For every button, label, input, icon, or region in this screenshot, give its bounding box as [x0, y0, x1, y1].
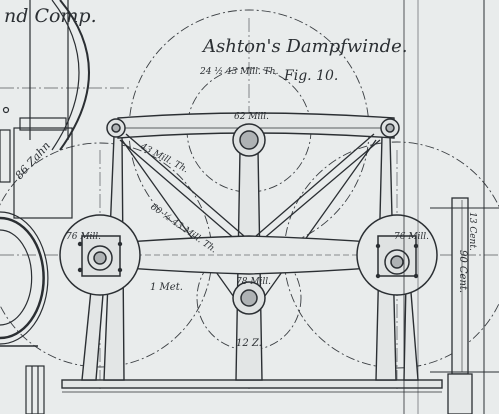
label-top-shaft: 62 Mill.	[234, 112, 269, 122]
right-gear-pitch-circle	[283, 141, 499, 369]
right-post	[447, 197, 473, 414]
label-left-bearing: 76 Mill.	[66, 232, 101, 242]
label-gear-upper-arc: 24 ½ 43 Mill. Th.	[199, 66, 279, 77]
label-right-vertical: 90 Cent.	[457, 250, 468, 293]
connecting-rod	[99, 235, 398, 275]
label-stroke: 1 Met.	[150, 282, 183, 293]
left-machine-fragment	[0, 0, 90, 414]
shaft-hubs	[87, 118, 410, 315]
right-frame-lines	[403, 0, 499, 414]
label-right-post: 13 Cent.	[467, 212, 477, 251]
label-center-shaft: 78 Mill.	[236, 277, 271, 287]
figure-number: Fig. 10.	[283, 68, 338, 84]
drawing-title: Ashton's Dampfwinde.	[201, 36, 407, 57]
company-fragment: nd Comp.	[4, 5, 97, 27]
bolts	[77, 241, 419, 279]
label-column: 12 Z.	[236, 338, 262, 349]
label-right-bearing: 76 Mill.	[394, 232, 429, 242]
